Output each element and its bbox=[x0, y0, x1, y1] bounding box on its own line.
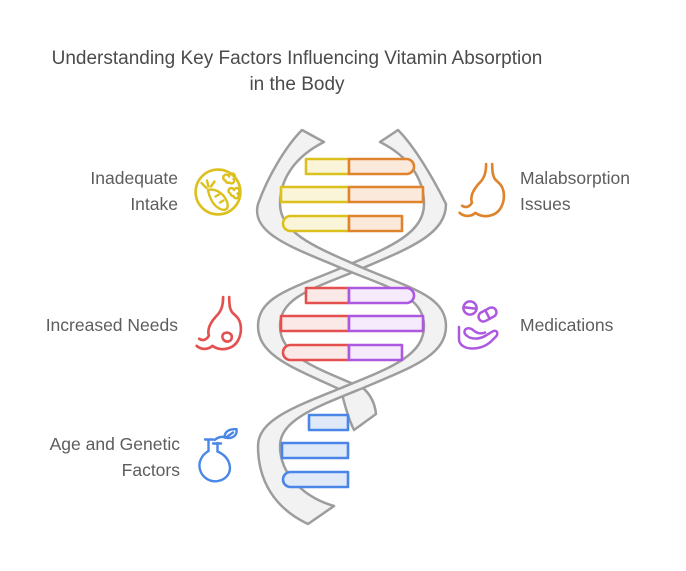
helix-rung-g3-left-3 bbox=[281, 470, 350, 489]
factor-label-line: Age and Genetic bbox=[49, 434, 180, 454]
stomach-icon bbox=[458, 162, 506, 218]
helix-rung-g3-left-1 bbox=[307, 413, 350, 432]
factor-label-line: Inadequate bbox=[90, 168, 178, 188]
factor-label-line: Increased Needs bbox=[45, 315, 178, 335]
helix-rung-g2-right-2 bbox=[347, 314, 425, 333]
helix-rung-g1-right-3 bbox=[347, 214, 404, 233]
hand-holding-pills-icon bbox=[457, 300, 499, 350]
carrot-vegetables-icon bbox=[194, 168, 242, 216]
helix-rung-g1-left-2 bbox=[279, 185, 351, 204]
helix-rung-g1-left-3 bbox=[281, 214, 351, 233]
factor-label-increased-needs: Increased Needs bbox=[18, 312, 178, 338]
helix-rung-g2-left-3 bbox=[281, 343, 351, 362]
factor-label-line: Malabsorption bbox=[520, 168, 630, 188]
helix-strand-back bbox=[256, 128, 448, 432]
helix-rung-g2-left-2 bbox=[279, 314, 351, 333]
factor-label-line: Factors bbox=[121, 460, 180, 480]
helix-rung-g1-right-2 bbox=[347, 185, 425, 204]
flask-leaf-icon bbox=[198, 428, 238, 483]
factor-label-inadequate-intake: Inadequate Intake bbox=[28, 165, 178, 217]
helix-strand-front bbox=[255, 128, 448, 526]
helix-rung-g2-right-1 bbox=[347, 286, 416, 305]
factor-label-line: Medications bbox=[520, 315, 614, 335]
helix-rung-g1-left-1 bbox=[304, 157, 351, 176]
factor-label-medications: Medications bbox=[520, 312, 680, 338]
helix-rung-group-bottom bbox=[280, 413, 350, 489]
factor-label-line: Issues bbox=[520, 194, 571, 214]
factor-label-malabsorption-issues: Malabsorption Issues bbox=[520, 165, 680, 217]
helix-rung-group-middle bbox=[279, 286, 425, 362]
helix-rung-g1-right-1 bbox=[347, 157, 416, 176]
helix-rung-g2-right-3 bbox=[347, 343, 404, 362]
helix-rung-g2-left-1 bbox=[304, 286, 351, 305]
stomach-icon bbox=[195, 295, 243, 351]
factor-label-line: Intake bbox=[130, 194, 178, 214]
factor-label-age-genetic-factors: Age and Genetic Factors bbox=[20, 431, 180, 483]
helix-rung-group-top bbox=[279, 157, 425, 233]
page-title: Understanding Key Factors Influencing Vi… bbox=[51, 48, 543, 95]
helix-rung-g3-left-2 bbox=[280, 441, 350, 460]
